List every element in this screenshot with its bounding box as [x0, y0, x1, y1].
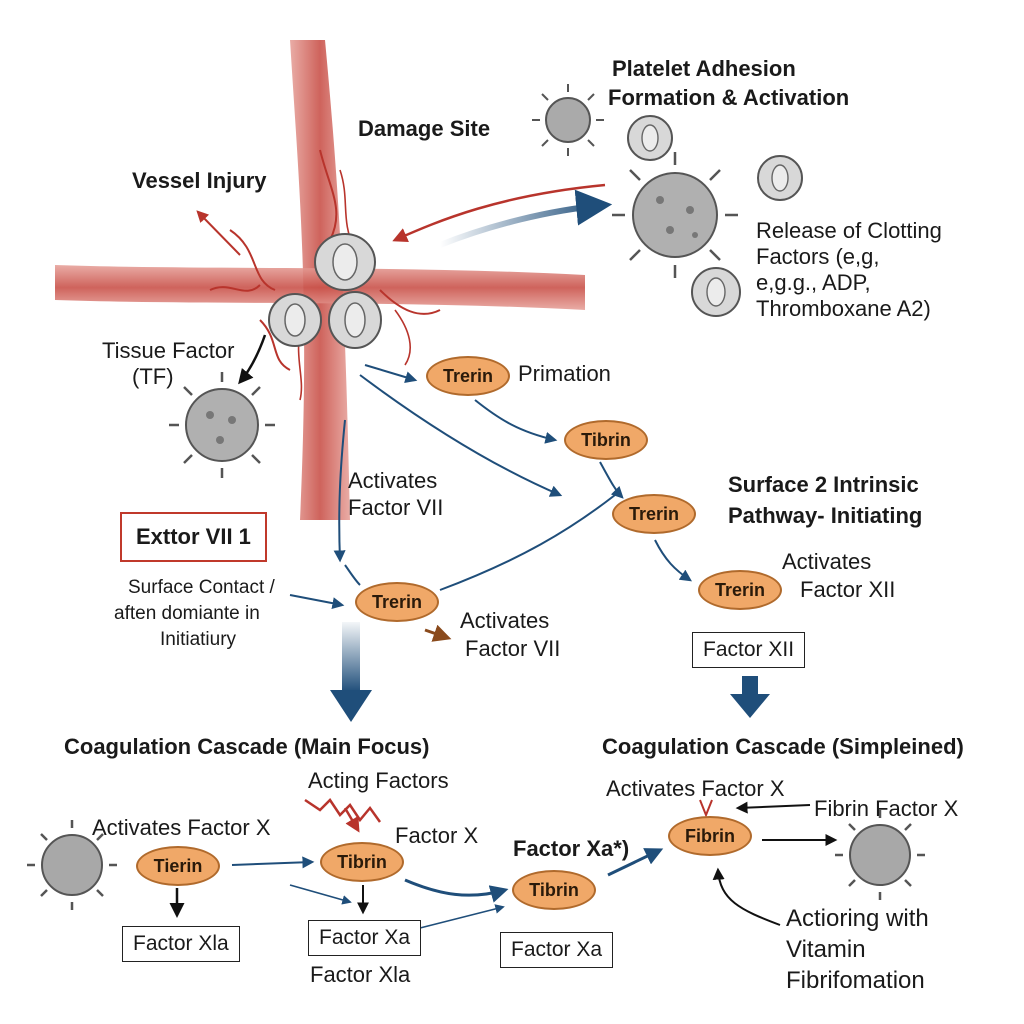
surface-contact-label-2: aften domiante in: [114, 603, 260, 624]
down-arrow-simple: [730, 676, 770, 718]
node-fibrin-bottom: Fibrin: [668, 816, 752, 856]
fibrin-factor-x-label: Fibrin Factor X: [814, 796, 959, 821]
node-trerin-mid-right: Trerin: [612, 494, 696, 534]
arrow-trerin-up: [439, 494, 616, 591]
arrow-surface-contact: [289, 594, 345, 610]
arrow-down-to-trerin-left: [333, 419, 346, 563]
arrow-damage-to-adhesion: [438, 189, 613, 248]
surface-contact-label-3: Initiatiury: [160, 629, 237, 650]
factor-xla-box: Factor Xla: [122, 926, 240, 962]
arrow-adhesion-to-damage: [392, 183, 606, 242]
factor-xa-right-box: Factor Xa: [500, 932, 614, 968]
arrow-to-trerin-primation: [364, 364, 418, 383]
node-tibrin-bottom-mid: Tibrin: [320, 842, 404, 882]
node-tierin-bottom: Tierin: [136, 846, 220, 886]
release-label-3: e,g.g., ADP,: [756, 270, 871, 295]
activates-vii-label-2b: Factor VII: [465, 636, 561, 661]
release-label-2: Factors (e,g,: [756, 244, 880, 269]
cascade-simple-title: Coagulation Cascade (Simpleined): [602, 734, 964, 759]
arrow-red-small: [699, 799, 713, 818]
node-trerin-left: Trerin: [355, 582, 439, 622]
arrow-to-intrinsic-branch: [359, 374, 563, 497]
node-tibrin-top: Tibrin: [564, 420, 648, 460]
activates-x-left-label: Activates Factor X: [92, 815, 271, 840]
extor-box: Exttor VII 1: [120, 512, 267, 562]
arrow-cross-1: [289, 884, 352, 905]
surface-intrinsic-label-1: Surface 2 Intrinsic: [728, 472, 919, 497]
arrow-tissue-factor: [238, 334, 267, 385]
formation-activation-label: Formation & Activation: [608, 85, 850, 110]
activates-x-right-label: Activates Factor X: [606, 776, 785, 801]
acting-factors-squiggle: [304, 798, 382, 830]
activated-platelet-top: [532, 84, 604, 156]
factor-xii-box: Factor XII: [692, 632, 806, 668]
activates-vii-label-a: Activates: [348, 468, 438, 493]
cascade-main-title: Coagulation Cascade (Main Focus): [64, 734, 430, 759]
arrow-fibrin-factor-x: [735, 801, 811, 814]
activated-platelet-bottom-left: [27, 820, 117, 910]
node-trerin-xii: Trerin: [698, 570, 782, 610]
factor-x-label: Factor X: [395, 823, 479, 848]
tissue-factor-label: Tissue Factor: [102, 338, 235, 363]
blood-vessel: [55, 40, 585, 520]
factor-xa-star-label: Factor Xa*): [513, 836, 630, 861]
arrow-actioring-curve: [712, 867, 781, 926]
arrow-vessel-injury: [196, 210, 241, 256]
vessel-injury-label: Vessel Injury: [132, 168, 267, 193]
primation-label: Primation: [518, 361, 611, 386]
damage-site-cells: [268, 233, 382, 349]
activated-platelet-bottom-right: [835, 810, 925, 900]
down-arrow-main: [330, 622, 372, 722]
release-label-1: Release of Clotting: [756, 218, 942, 243]
arrow-left-curve: [344, 564, 361, 586]
surface-intrinsic-label-2: Pathway- Initiating: [728, 503, 923, 528]
arrow-tierin-to-tibrin: [231, 856, 315, 869]
platelet-adhesion-label: Platelet Adhesion: [612, 56, 796, 81]
node-tibrin-bottom-right: Tibrin: [512, 870, 596, 910]
factor-xla-bottom-label: Factor Xla: [310, 962, 411, 987]
node-trerin-primation: Trerin: [426, 356, 510, 396]
arrow-cross-2: [419, 904, 505, 929]
activated-platelet-large: [612, 152, 738, 278]
activates-xii-label-2: Factor XII: [800, 577, 896, 602]
actioring-label-2: Vitamin: [786, 936, 866, 963]
arrow-to-fibrin: [607, 848, 664, 877]
damage-site-label: Damage Site: [358, 116, 491, 141]
activates-vii-label-2a: Activates: [460, 608, 550, 633]
arrow-tibrin-to-trerin: [599, 461, 624, 499]
release-label-4: Thromboxane A2): [756, 296, 931, 321]
arrow-to-tibrin-top: [474, 399, 558, 444]
surface-contact-label-1: Surface Contact /: [128, 577, 275, 598]
activates-vii-label-b: Factor VII: [348, 495, 444, 520]
activates-xii-label-1: Activates: [782, 549, 872, 574]
factor-xa-mid-box: Factor Xa: [308, 920, 422, 956]
activated-platelet-left: [169, 372, 275, 478]
actioring-label-1: Actioring with: [786, 905, 929, 932]
arrow-trerin-to-xii: [654, 539, 692, 582]
arrow-activates-vii-brown: [424, 624, 452, 642]
actioring-label-3: Fibrifomation: [786, 967, 925, 994]
resting-platelets: [627, 115, 803, 317]
arrow-tibrin-to-tibrin: [404, 878, 509, 903]
acting-factors-label: Acting Factors: [308, 768, 449, 793]
tissue-factor-abbr: (TF): [132, 364, 174, 389]
